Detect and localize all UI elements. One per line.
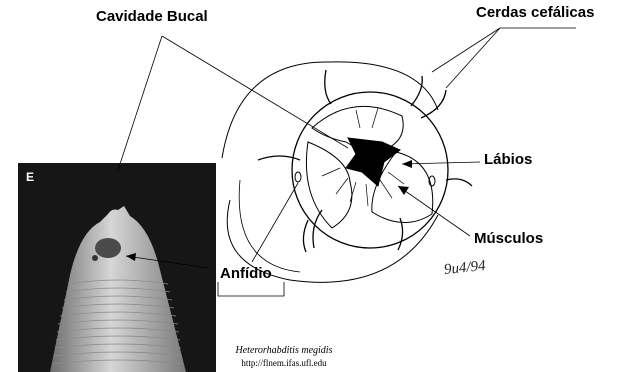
sem-photo	[18, 163, 216, 372]
pointer-anfidio-bracket	[218, 282, 284, 296]
label-cavidade-bucal: Cavidade Bucal	[96, 8, 208, 25]
label-anfidio: Anfídio	[220, 265, 272, 282]
arrowhead-musculos	[398, 186, 409, 195]
pointer-cavidade-right	[162, 36, 348, 148]
body-fold	[239, 180, 300, 272]
photo-oral-opening	[95, 238, 121, 258]
lip-lower-left	[306, 142, 351, 228]
label-labios: Lábios	[484, 151, 532, 168]
seta-2	[411, 76, 422, 106]
label-musculos: Músculos	[474, 230, 543, 247]
label-cerdas-cefalicas: Cerdas cefálicas	[476, 4, 594, 21]
body-wall-outer	[222, 62, 438, 158]
seta-6	[313, 210, 322, 248]
pointer-cavidade-left	[118, 36, 162, 170]
photo-panel-letter: E	[26, 170, 34, 184]
amphid-left	[295, 172, 301, 182]
pointer-musculos	[398, 186, 470, 236]
seta-8	[303, 220, 308, 252]
seta-5	[446, 179, 472, 186]
pointer-labios	[402, 162, 480, 164]
arrowhead-labios	[402, 160, 412, 168]
photo-amphid	[92, 255, 98, 261]
caption-url: http://flnem.ifas.ufl.edu	[222, 358, 346, 368]
caption-species: Heterorhabditis megidis	[222, 345, 346, 356]
pointer-anfidio-drawing	[252, 183, 298, 262]
seta-1	[325, 70, 331, 104]
